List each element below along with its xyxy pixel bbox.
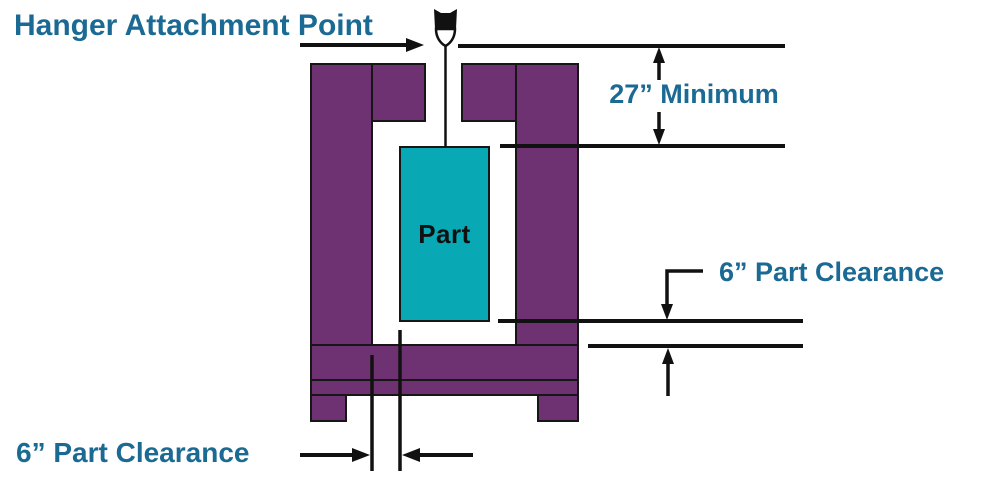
fixture-base-lower-bar — [310, 379, 579, 396]
arrowhead-up — [653, 47, 665, 63]
fixture-right-foot — [537, 394, 579, 422]
title-label: Hanger Attachment Point — [14, 9, 373, 42]
part-label: Part — [418, 218, 471, 249]
part-clearance-right-label: 6” Part Clearance — [719, 257, 945, 287]
arrowhead-down — [661, 304, 673, 320]
arrowhead-up — [662, 348, 674, 364]
fixture-left-foot — [310, 394, 347, 422]
arrowhead-right — [352, 448, 370, 462]
arrowhead-down — [653, 129, 665, 145]
fixture-left-column — [310, 63, 373, 346]
fixture-base-upper-bar — [310, 344, 579, 381]
part-clearance-bottom-label: 6” Part Clearance — [16, 437, 250, 468]
hanger-hook-icon — [434, 9, 457, 48]
arrowhead-left — [402, 448, 420, 462]
part-rect: Part — [399, 146, 490, 322]
fixture-top-left-arm — [371, 63, 426, 122]
min-height-label: 27” Minimum — [609, 79, 779, 109]
fixture-right-column — [515, 63, 579, 346]
fixture-top-right-arm — [461, 63, 517, 122]
arrowhead-right — [406, 38, 424, 52]
